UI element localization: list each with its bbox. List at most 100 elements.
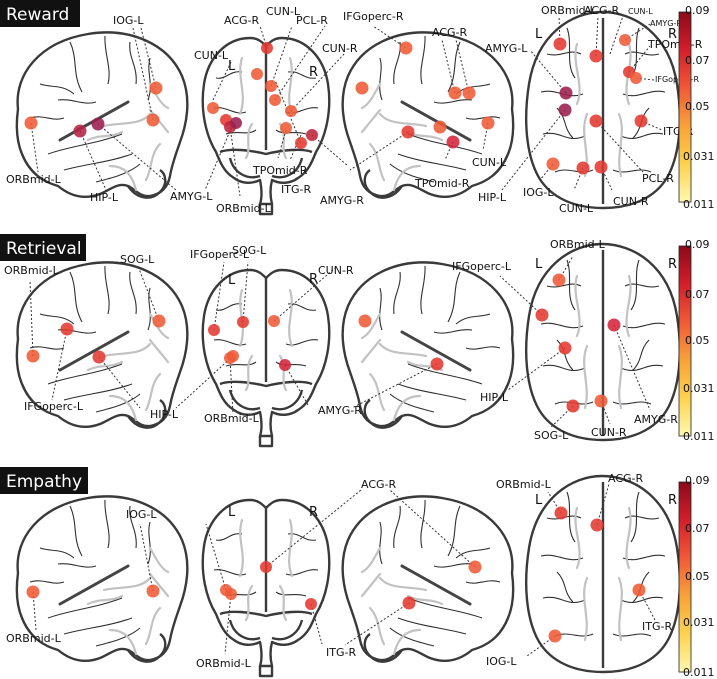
node-AMYG-R [607,318,621,332]
region-label: HIP-L [480,391,509,404]
node-TPOmid-R [295,137,307,149]
region-label: IFGoperc-R [343,10,404,23]
region-label: CUN-R [613,195,649,208]
node-ITG-R [280,122,292,134]
node-IFGoperc-R [630,72,642,84]
colorbar-tick: 0.011 [683,666,715,679]
node-ACG-R [448,86,462,100]
right-hemisphere-label: R [668,257,677,272]
node-IOG-L [149,81,163,95]
region-label: TPOmid-R [647,38,703,51]
region-label: SOG-L [534,429,569,442]
region-label: ORBmid-L [550,238,606,251]
node-ORBmid-L [26,585,40,599]
node-layer [26,506,646,643]
colorbar-gradient [679,482,691,672]
node-AMYG-R [401,125,415,139]
node-CUN-R [358,314,372,328]
node-CUN-R [594,160,608,174]
node-HIP-L [92,350,106,364]
region-label: ITG-R [326,646,356,659]
region-label: PCL-R [642,172,674,185]
region-label: AMYG-L [170,190,213,203]
brain-sagittal-right [343,32,514,197]
region-label: AMYG-R [318,404,362,417]
colorbar-tick: 0.011 [683,430,715,443]
colorbar-gradient [679,246,691,436]
region-labels: ORBmid-L SOG-L IFGoperc-L SOG-L CUN-R IF… [4,238,678,442]
left-hemisphere-label: L [228,273,236,288]
node-ORBmid-L [224,352,236,364]
node-CUN-L [576,161,590,175]
region-label: HIP-L [478,191,507,204]
region-label: ORBmid-L [6,173,62,186]
panel-empathy: Empathy L R L R [0,467,682,678]
node-HIP-L [558,341,572,355]
node-AMYG-R [430,357,444,371]
region-label: IOG-L [126,508,157,521]
right-hemisphere-label: R [668,493,677,508]
colorbar-tick: 0.031 [683,616,715,629]
node-ITG-R [305,598,317,610]
panel-title-bg [0,234,86,261]
node-ORBmid-L [554,506,568,520]
node-ORBmid-L [553,37,567,51]
region-label: ACG-R [224,14,260,27]
brain-sagittal-right [343,496,514,661]
region-label: IFGoperc-L [190,248,250,261]
region-label: CUN-R [318,264,354,277]
node-CUN-L [251,68,263,80]
node-ACG-R [260,561,272,573]
node-ITG-R [433,120,447,134]
region-label: CUN-R [322,42,358,55]
colorbar-empathy: 0.09 0.07 0.05 0.031 0.011 [678,474,715,679]
node-PCL-R [269,94,281,106]
node-AMYG-L [91,117,105,131]
region-label: PCL-R [296,14,328,27]
region-label: ORBmid-L [541,4,597,17]
left-hemisphere-label: L [535,493,543,508]
region-label: ORBmid-L [196,657,252,670]
node-SOG-L [152,314,166,328]
node-CUN-L [481,116,495,130]
region-label: SOG-L [120,253,155,266]
right-hemisphere-label: R [668,27,677,42]
node-SOG-L [237,316,249,328]
left-hemisphere-label: L [535,257,543,272]
region-label: ORBmid-L [6,632,62,645]
panel-retrieval: Retrieval L R L R [0,234,682,448]
node-ITG-R [632,583,646,597]
colorbar-tick: 0.07 [685,288,710,301]
region-label: HIP-L [90,191,119,204]
node-CUN-R [594,394,608,408]
node-ACG-R [468,560,482,574]
node-layer [26,273,621,413]
brain-axial [524,242,682,442]
node-CUN-L [146,113,160,127]
panel-title-bg [0,0,80,27]
node-ORBmid-L [24,116,38,130]
region-label: IOG-L [113,14,144,27]
node-IFGoperc-R [462,86,476,100]
region-label: IOG-L [523,186,554,199]
colorbar-tick: 0.09 [685,238,710,251]
node-HIP-L [73,124,87,138]
region-label: CUN-L [628,7,653,16]
colorbar-tick: 0.09 [685,4,710,17]
region-label: ACG-R [361,478,397,491]
left-hemisphere-label: L [228,59,236,74]
node-ACG-R [589,49,603,63]
colorbar-tick: 0.07 [685,522,710,535]
region-label: ACG-R [432,26,468,39]
region-label: ITG-R [281,183,311,196]
region-label: ACG-R [584,4,620,17]
colorbar-reward: 0.09 0.07 0.05 0.031 0.011 [678,4,715,211]
node-AMYG-R [279,359,291,371]
colorbar-tick: 0.09 [685,474,710,487]
region-labels: IOG-L ORBmid-L ORBmid-L ACG-R ITG-R ORBm… [6,472,672,670]
node-ACG-R [590,518,604,532]
node-IFGoperc-L [208,324,220,336]
region-label: CUN-R [591,426,627,439]
colorbar-tick: 0.031 [683,150,715,163]
panel-reward: Reward L R L R [0,0,703,216]
